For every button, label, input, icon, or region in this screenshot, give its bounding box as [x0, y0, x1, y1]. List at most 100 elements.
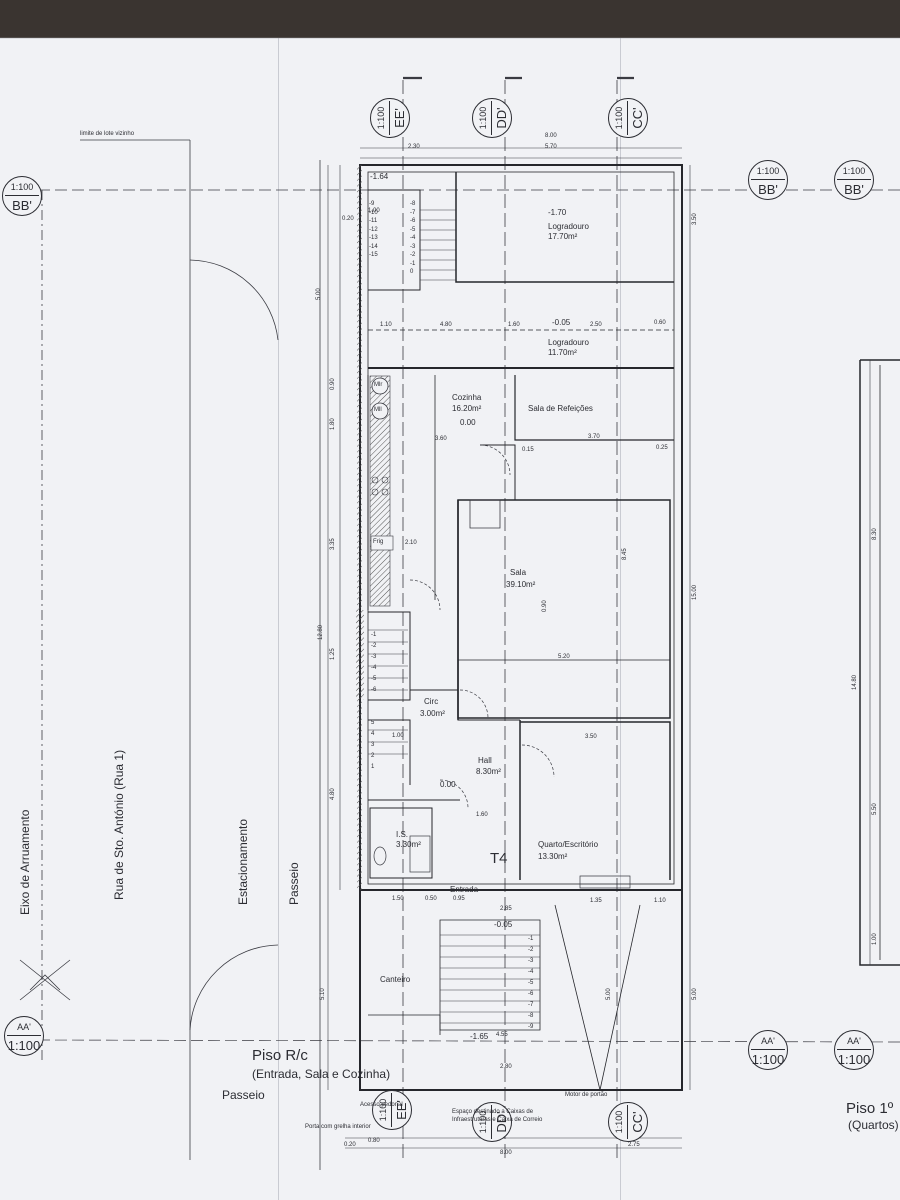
room-level: 0.00: [460, 418, 476, 427]
dimension-label: 0.15: [522, 447, 534, 453]
dimension-label: 4.55: [496, 1032, 508, 1038]
room-name: Circ: [424, 697, 439, 706]
dimension-label: 0.95: [453, 896, 465, 902]
ground-floor-subtitle: (Entrada, Sala e Cozinha): [252, 1067, 391, 1081]
dimension-label: 1.35: [590, 898, 602, 904]
dimension-label: 1.50: [392, 896, 404, 902]
room-area: 17.70m²: [548, 232, 578, 241]
dimension-label: 5.00: [606, 988, 612, 1000]
section-marker-aa: AA'1:100: [4, 1016, 44, 1056]
dimension-label: 0.50: [425, 896, 437, 902]
room-name: Quarto/Escritório: [538, 840, 599, 849]
stair-numbers: -9-10-11-12-13-14-15: [369, 201, 378, 258]
dimension-label: 1.10: [380, 322, 392, 328]
dimension-label: 0.20: [344, 1142, 356, 1148]
parking-label: Estacionamento: [236, 818, 250, 905]
utility-box-note: Espaço destinado a Caixas de Infraestrut…: [452, 1109, 543, 1123]
room-level: -1.70: [548, 208, 567, 217]
fold-line: [278, 38, 279, 1200]
dimension-label: 4.80: [440, 322, 452, 328]
room-name: Cozinha: [452, 393, 482, 402]
fridge-label: Frig: [373, 539, 384, 545]
room-level: -1.64: [370, 172, 389, 181]
dimension-label: 5.00: [316, 288, 322, 300]
dimension-label: 1.00: [392, 733, 404, 739]
planter-label: Canteiro: [380, 975, 411, 984]
dimension-label: 3.50: [585, 734, 597, 740]
lot-limit-label: limite de lote vizinho: [80, 131, 135, 137]
room-area: 3.30m²: [396, 840, 421, 849]
room-level: -0.05: [552, 318, 571, 327]
stair-numbers: -1-2-3-4-5-6-7-8-9: [528, 936, 534, 1030]
dimension-label: 3.60: [435, 436, 447, 442]
dimension-label: 15.00: [692, 584, 698, 600]
dimension-label: 8.00: [545, 133, 557, 139]
first-floor-subtitle: (Quartos): [848, 1118, 899, 1132]
dimension-label: 0.60: [654, 320, 666, 326]
dimension-label: 0.90: [542, 600, 548, 612]
room-area: 3.00m²: [420, 709, 445, 718]
dimension-label: 2.75: [628, 1142, 640, 1148]
dimension-label: 0.80: [368, 1138, 380, 1144]
dimension-label: 8.00: [500, 1150, 512, 1156]
dimension-label: 5.50: [872, 803, 878, 815]
room-area: 16.20m²: [452, 404, 482, 413]
dimension-label: 8.30: [872, 528, 878, 540]
dimension-label: 0.20: [342, 216, 354, 222]
room-name: Logradouro: [548, 222, 589, 231]
dimension-label: 5.70: [545, 144, 557, 150]
room-level: 0.00: [440, 780, 456, 789]
washing-machine-label: Mlr: [374, 382, 383, 388]
room-area: 39.10m²: [506, 580, 536, 589]
pedestrian-access-note: Acesso pedonal: [360, 1102, 403, 1108]
dimension-label: 5.10: [320, 988, 326, 1000]
dimension-label: 3.50: [692, 213, 698, 225]
dimension-label: 1.00: [368, 208, 380, 214]
gate-motor-note: Motor de portão: [565, 1092, 608, 1098]
dimension-label: 3.70: [588, 434, 600, 440]
room-name: I.S.: [396, 830, 409, 839]
room-area: 8.30m²: [476, 767, 501, 776]
sidewalk-bottom-label: Passeio: [222, 1088, 265, 1102]
dimension-label: 1.60: [476, 812, 488, 818]
road-axis-label: Eixo de Arruamento: [18, 809, 32, 915]
dimension-label: 2.10: [405, 540, 417, 546]
room-name: Logradouro: [548, 338, 589, 347]
dimension-label: 2.50: [590, 322, 602, 328]
room-name: Sala: [510, 568, 527, 577]
ground-floor-title: Piso R/c: [252, 1047, 308, 1064]
room-name: Sala de Refeições: [528, 404, 593, 413]
dimension-label: 1.10: [654, 898, 666, 904]
room-level: -0.05: [494, 920, 513, 929]
dimension-label: 4.80: [330, 788, 336, 800]
stair-numbers: -1-2-3-4-5-6: [371, 632, 377, 693]
dimension-label: 2.85: [500, 906, 512, 912]
dimension-label: 5.00: [692, 988, 698, 1000]
typology-label: T4: [490, 850, 508, 867]
room-area: 11.70m²: [548, 348, 577, 357]
dimension-label: 5.20: [558, 654, 570, 660]
dimension-label: 3.35: [330, 538, 336, 550]
dimension-label: 1.80: [330, 418, 336, 430]
section-marker-aa: AA'1:100: [748, 1030, 788, 1070]
dimension-label: 1.00: [872, 933, 878, 945]
room-area: 13.30m²: [538, 852, 568, 861]
room-level: -1.65: [470, 1032, 489, 1041]
dimension-label: 1.60: [508, 322, 520, 328]
dishwasher-label: Mll: [374, 407, 382, 413]
section-marker-aa: AA'1:100: [834, 1030, 874, 1070]
gate-door-note: Porta com grelha interior: [305, 1124, 371, 1130]
dimension-label: 2.30: [408, 144, 420, 150]
paper-sheet: [0, 38, 900, 1200]
